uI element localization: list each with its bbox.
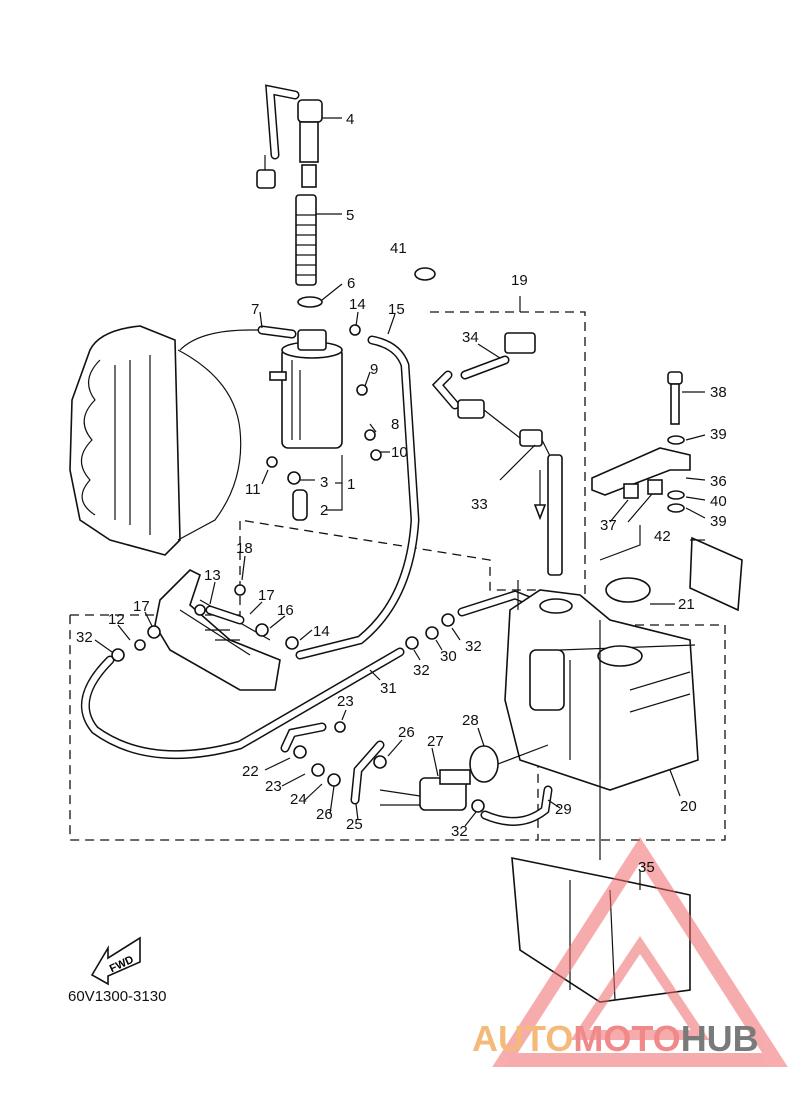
callout-33: 33 (471, 496, 488, 513)
callout-26a: 26 (398, 724, 415, 741)
wiring-connectors (457, 332, 563, 576)
fuel-tank (504, 577, 699, 791)
engine-block (69, 325, 290, 556)
callout-22: 22 (242, 763, 259, 780)
callout-8: 8 (391, 416, 399, 433)
clip-41 (414, 267, 436, 281)
fwd-arrow-icon: FWD (90, 936, 141, 986)
callout-17b: 17 (133, 598, 150, 615)
callout-42: 42 (654, 528, 671, 545)
callout-11: 11 (245, 481, 261, 498)
callout-5: 5 (346, 207, 354, 224)
group-outline-right (538, 540, 726, 841)
callout-27: 27 (427, 733, 444, 750)
watermark-part-3: HUB (680, 1018, 759, 1059)
callout-21: 21 (678, 596, 695, 613)
group-outline-19 (430, 311, 586, 540)
callout-7: 7 (251, 301, 259, 318)
callout-12: 12 (108, 611, 125, 628)
callout-15: 15 (388, 301, 405, 318)
callout-3: 3 (320, 474, 328, 491)
watermark-logo: AUTOMOTOHUB (472, 1018, 759, 1060)
fuel-pump (379, 744, 549, 811)
fuel-hoses (80, 325, 553, 826)
callout-32d: 32 (451, 823, 468, 840)
callout-13: 13 (204, 567, 221, 584)
callout-32c: 32 (413, 662, 430, 679)
callout-38: 38 (710, 384, 727, 401)
callout-1: 1 (347, 476, 355, 493)
callout-41: 41 (390, 240, 407, 257)
callout-6: 6 (347, 275, 355, 292)
callout-4: 4 (346, 111, 354, 128)
callout-14a: 14 (349, 296, 366, 313)
callout-10: 10 (391, 444, 408, 461)
tank-bracket-hardware (591, 371, 743, 612)
callout-40: 40 (710, 493, 727, 510)
watermark-part-2: MOTO (573, 1018, 681, 1059)
callout-16: 16 (277, 602, 294, 619)
washer-6 (297, 296, 323, 308)
callout-34: 34 (462, 329, 479, 346)
callout-32a: 32 (76, 629, 93, 646)
hose-clamps (111, 324, 485, 813)
callout-23b: 23 (265, 778, 282, 795)
group-outline-left (69, 519, 539, 841)
leader-lines (94, 117, 706, 890)
callout-2: 2 (320, 502, 328, 519)
callout-labels: 4 5 41 19 6 7 14 15 34 9 38 8 39 10 36 3… (76, 111, 727, 876)
watermark-part-1: AUTO (472, 1018, 574, 1059)
fuel-filter-element (295, 194, 317, 286)
callout-25: 25 (346, 816, 363, 833)
callout-39b: 39 (710, 513, 727, 530)
callout-26b: 26 (316, 806, 333, 823)
callout-20: 20 (680, 798, 697, 815)
callout-35: 35 (638, 859, 655, 876)
callout-14b: 14 (313, 623, 330, 640)
callout-19: 19 (511, 272, 528, 289)
watermark-triangle-icon (492, 837, 788, 1067)
callout-32b: 32 (465, 638, 482, 655)
callout-37: 37 (600, 517, 617, 534)
diagram-code: 60V1300-3130 (68, 988, 167, 1005)
callout-29: 29 (555, 801, 572, 818)
float-sensor (256, 84, 323, 189)
callout-9: 9 (370, 361, 378, 378)
callout-31: 31 (380, 680, 397, 697)
callout-23a: 23 (337, 693, 354, 710)
callout-17a: 17 (258, 587, 275, 604)
callout-30: 30 (440, 648, 457, 665)
callout-39a: 39 (710, 426, 727, 443)
callout-28: 28 (462, 712, 479, 729)
callout-24: 24 (290, 791, 307, 808)
callout-36: 36 (710, 473, 727, 490)
vapor-separator (269, 329, 343, 449)
callout-18: 18 (236, 540, 253, 557)
